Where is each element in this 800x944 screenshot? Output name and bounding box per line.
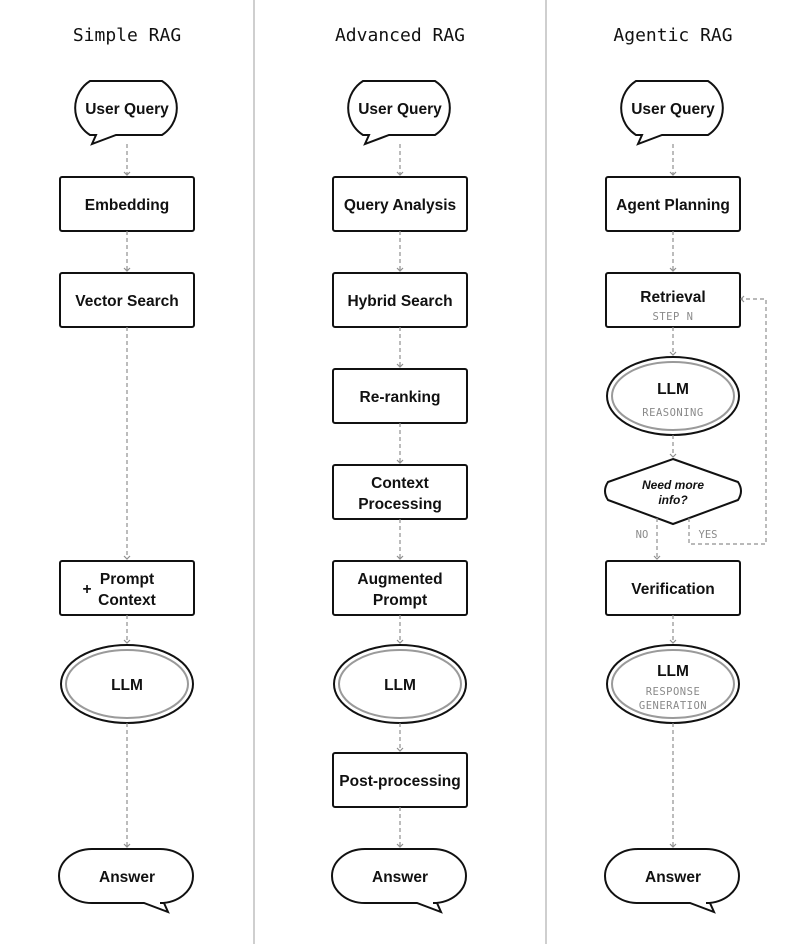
advanced-hybrid-search-label: Hybrid Search — [347, 293, 452, 310]
advanced-augmented-label: Augmented — [357, 571, 442, 588]
advanced-user-query-label: User Query — [358, 101, 442, 118]
advanced-rag-title: Advanced RAG — [335, 25, 465, 46]
advanced-query-analysis-label: Query Analysis — [344, 197, 456, 214]
simple-vector-search-label: Vector Search — [75, 293, 178, 310]
simple-embedding-label: Embedding — [85, 197, 169, 214]
yes-loop-arrow — [688, 295, 767, 545]
agentic-retrieval-label: Retrieval — [640, 289, 705, 306]
advanced-query-analysis-node: Query Analysis — [332, 176, 468, 232]
agentic-retrieval-sub-label: STEP N — [653, 311, 694, 323]
advanced-rag-column: Advanced RAG User Query Query Analysis H… — [331, 25, 468, 914]
agentic-user-query-node: User Query — [620, 80, 724, 146]
agentic-user-query-label: User Query — [631, 101, 715, 118]
simple-prompt-context-node: + Prompt Context — [59, 560, 195, 616]
advanced-augmented-prompt-node: Augmented Prompt — [332, 560, 468, 616]
advanced-answer-node: Answer — [331, 848, 467, 914]
agentic-rag-column: Agentic RAG User Query Agent Planning Re… — [604, 25, 767, 914]
agentic-llm-generation-label: LLM — [657, 663, 689, 680]
simple-user-query-node: User Query — [74, 80, 178, 146]
advanced-hybrid-search-node: Hybrid Search — [332, 272, 468, 328]
advanced-context-label: Context — [371, 475, 429, 492]
agentic-llm-reasoning-node: LLM REASONING — [606, 356, 740, 436]
agentic-rag-title: Agentic RAG — [613, 25, 732, 46]
advanced-context-processing-node: Context Processing — [332, 464, 468, 520]
agentic-answer-node: Answer — [604, 848, 740, 914]
advanced-post-processing-node: Post-processing — [332, 752, 468, 808]
agentic-agent-planning-label: Agent Planning — [616, 197, 730, 214]
simple-vector-search-node: Vector Search — [59, 272, 195, 328]
advanced-answer-label: Answer — [372, 869, 428, 886]
agentic-llm-generation-node: LLM RESPONSE GENERATION — [606, 644, 740, 724]
agentic-verification-label: Verification — [631, 581, 715, 598]
simple-prompt-label: Prompt — [100, 571, 154, 588]
simple-rag-title: Simple RAG — [73, 25, 181, 46]
simple-rag-column: Simple RAG User Query Embedding Vector S… — [58, 25, 195, 914]
plus-icon: + — [82, 581, 91, 598]
advanced-prompt-label: Prompt — [373, 592, 427, 609]
decision-line-2: info? — [658, 493, 688, 507]
simple-embedding-node: Embedding — [59, 176, 195, 232]
agentic-retrieval-node: Retrieval STEP N — [605, 272, 741, 328]
advanced-post-processing-label: Post-processing — [339, 773, 460, 790]
simple-context-label: Context — [98, 592, 156, 609]
agentic-verification-node: Verification — [605, 560, 741, 616]
simple-llm-node: LLM — [60, 644, 194, 724]
advanced-processing-label: Processing — [358, 496, 442, 513]
agentic-response-sub-label: RESPONSE — [646, 686, 701, 698]
simple-answer-node: Answer — [58, 848, 194, 914]
agentic-agent-planning-node: Agent Planning — [605, 176, 741, 232]
decision-line-1: Need more — [642, 478, 704, 492]
advanced-reranking-node: Re-ranking — [332, 368, 468, 424]
advanced-reranking-label: Re-ranking — [360, 389, 441, 406]
agentic-llm-reasoning-label: LLM — [657, 381, 689, 398]
simple-user-query-label: User Query — [85, 101, 169, 118]
decision-diamond: Need more info? — [604, 457, 742, 526]
advanced-user-query-node: User Query — [347, 80, 451, 146]
agentic-answer-label: Answer — [645, 869, 701, 886]
no-branch-label: NO — [636, 529, 649, 541]
yes-branch-label: YES — [699, 529, 718, 541]
agentic-reasoning-sub-label: REASONING — [642, 407, 703, 419]
simple-llm-label: LLM — [111, 677, 143, 694]
simple-answer-label: Answer — [99, 869, 155, 886]
advanced-llm-label: LLM — [384, 677, 416, 694]
advanced-llm-node: LLM — [333, 644, 467, 724]
agentic-generation-sub-label: GENERATION — [639, 700, 707, 712]
